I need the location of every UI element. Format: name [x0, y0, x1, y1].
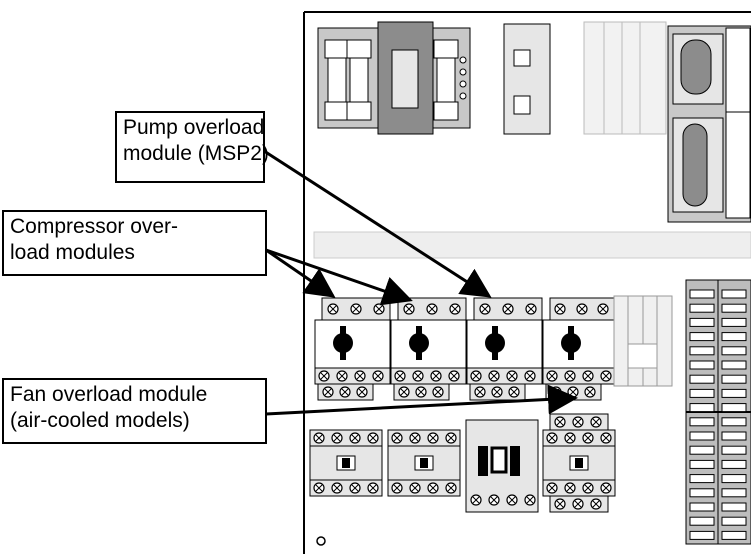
terminal-clip	[721, 403, 747, 413]
terminal-clip	[721, 417, 747, 427]
callout-fan-line1: Fan overload module	[10, 383, 208, 406]
control-module	[667, 25, 751, 223]
contactor-3	[465, 419, 539, 513]
terminal-clip	[689, 516, 715, 526]
callout-fan-overload: Fan overload module (air-cooled models)	[2, 378, 267, 444]
din-rail	[313, 231, 751, 259]
callout-fan-line2: (air-cooled models)	[10, 409, 190, 432]
terminal-clip	[689, 374, 715, 384]
callout-pump-line2: module (MSP2)	[123, 142, 269, 165]
terminal-clip	[689, 431, 715, 441]
terminal-clip	[721, 317, 747, 327]
terminal-clip	[721, 459, 747, 469]
terminal-clip	[721, 388, 747, 398]
overload-module-2	[390, 297, 467, 401]
callout-compressor-overload: Compressor over- load modules	[2, 210, 267, 276]
callout-pump-line1: Pump overload	[123, 116, 265, 139]
terminal-clip	[721, 374, 747, 384]
terminal-clip	[689, 303, 715, 313]
overload-module-1	[314, 297, 391, 401]
terminal-clip	[721, 360, 747, 370]
terminal-clip	[721, 431, 747, 441]
arrow-compressor-1	[265, 248, 336, 298]
terminal-clip	[721, 530, 747, 540]
terminal-clip	[721, 303, 747, 313]
terminal-clip	[721, 346, 747, 356]
terminal-strip	[583, 21, 667, 135]
terminal-clip	[689, 474, 715, 484]
mounting-hole	[316, 536, 326, 546]
terminal-clip	[721, 474, 747, 484]
terminal-clip	[689, 502, 715, 512]
terminal-clip	[721, 289, 747, 299]
terminal-clip	[689, 317, 715, 327]
contactor-1	[309, 429, 383, 497]
breaker-block	[613, 295, 673, 387]
arrow-pump	[263, 149, 492, 298]
contactor-2	[387, 429, 461, 497]
terminal-clip	[721, 502, 747, 512]
arrow-compressor-2	[265, 248, 413, 306]
terminal-clip	[689, 403, 715, 413]
terminal-clip	[689, 346, 715, 356]
terminal-clip	[721, 332, 747, 342]
terminal-clip	[721, 516, 747, 526]
fuse-block	[317, 21, 471, 135]
callout-compressor-line1: Compressor over-	[10, 215, 179, 238]
contactor-4	[542, 413, 616, 513]
terminal-clip	[689, 388, 715, 398]
terminal-clip	[721, 445, 747, 455]
terminal-clip	[689, 360, 715, 370]
arrow-fan	[265, 384, 578, 416]
callout-arrows	[263, 149, 578, 416]
terminal-clip	[689, 445, 715, 455]
terminal-clip	[689, 417, 715, 427]
terminal-blocks	[685, 279, 751, 545]
terminal-clip	[689, 530, 715, 540]
overload-module-4	[542, 297, 616, 401]
callout-pump-overload: Pump overload module (MSP2)	[115, 111, 269, 183]
terminal-clip	[689, 488, 715, 498]
terminal-clip	[689, 459, 715, 469]
callout-compressor-line2: load modules	[10, 241, 135, 264]
terminal-clip	[689, 332, 715, 342]
terminal-clip	[689, 289, 715, 299]
small-relay	[503, 23, 551, 135]
terminal-clip	[721, 488, 747, 498]
overload-module-3	[466, 297, 543, 401]
